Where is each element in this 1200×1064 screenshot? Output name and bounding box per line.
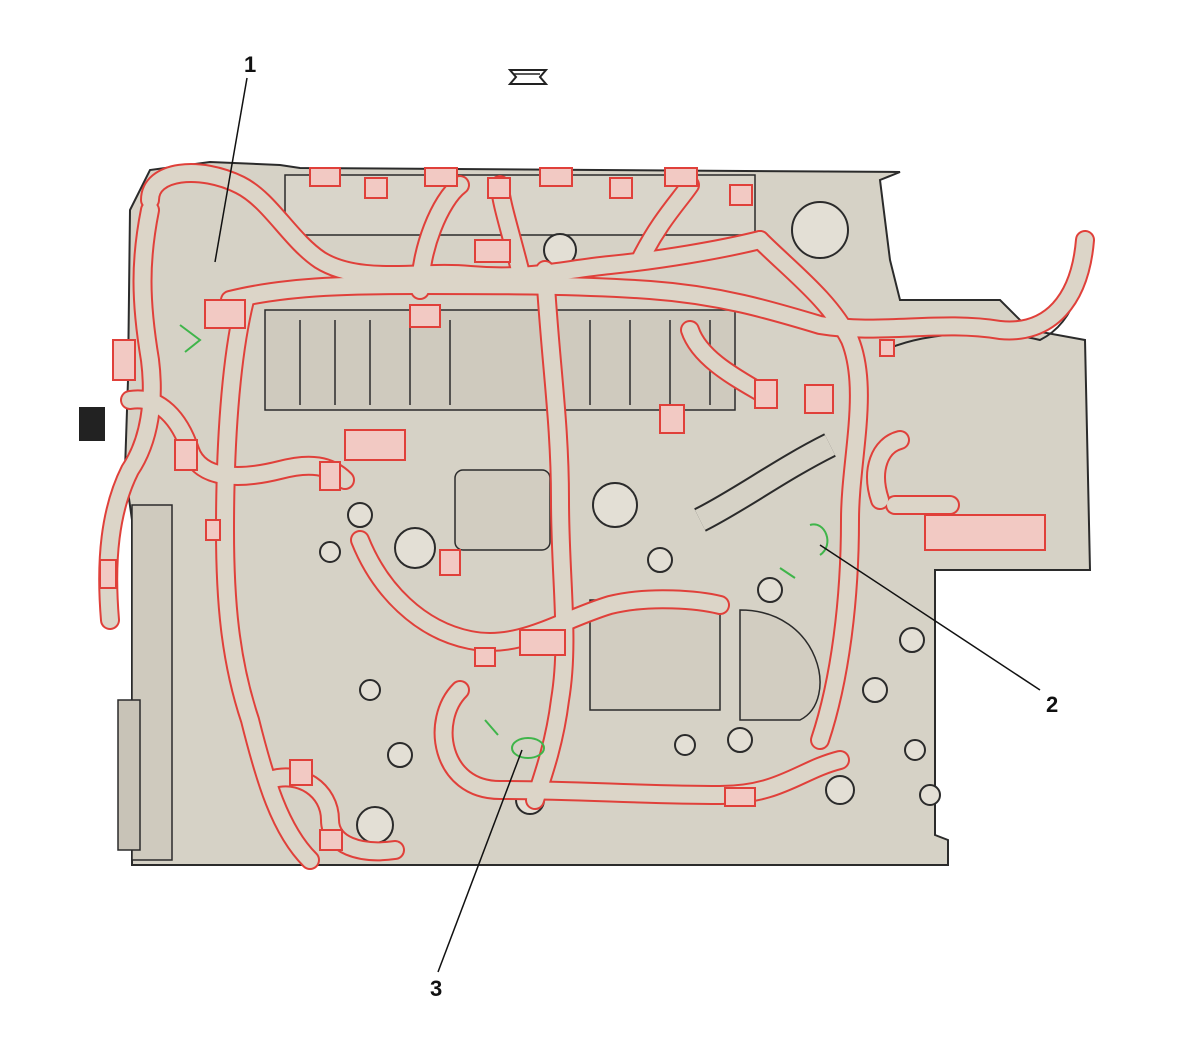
callout-3-label: 3: [430, 976, 443, 1001]
harness-connectors: [79, 167, 1046, 851]
harness-retainers: [179, 324, 829, 759]
callout-1-label: 1: [244, 52, 257, 77]
direction-arrow-icon: [507, 69, 549, 85]
wiring-harness: [98, 163, 1095, 870]
callout-leader-lines: [214, 77, 1041, 973]
callout-2-label: 2: [1046, 692, 1059, 717]
